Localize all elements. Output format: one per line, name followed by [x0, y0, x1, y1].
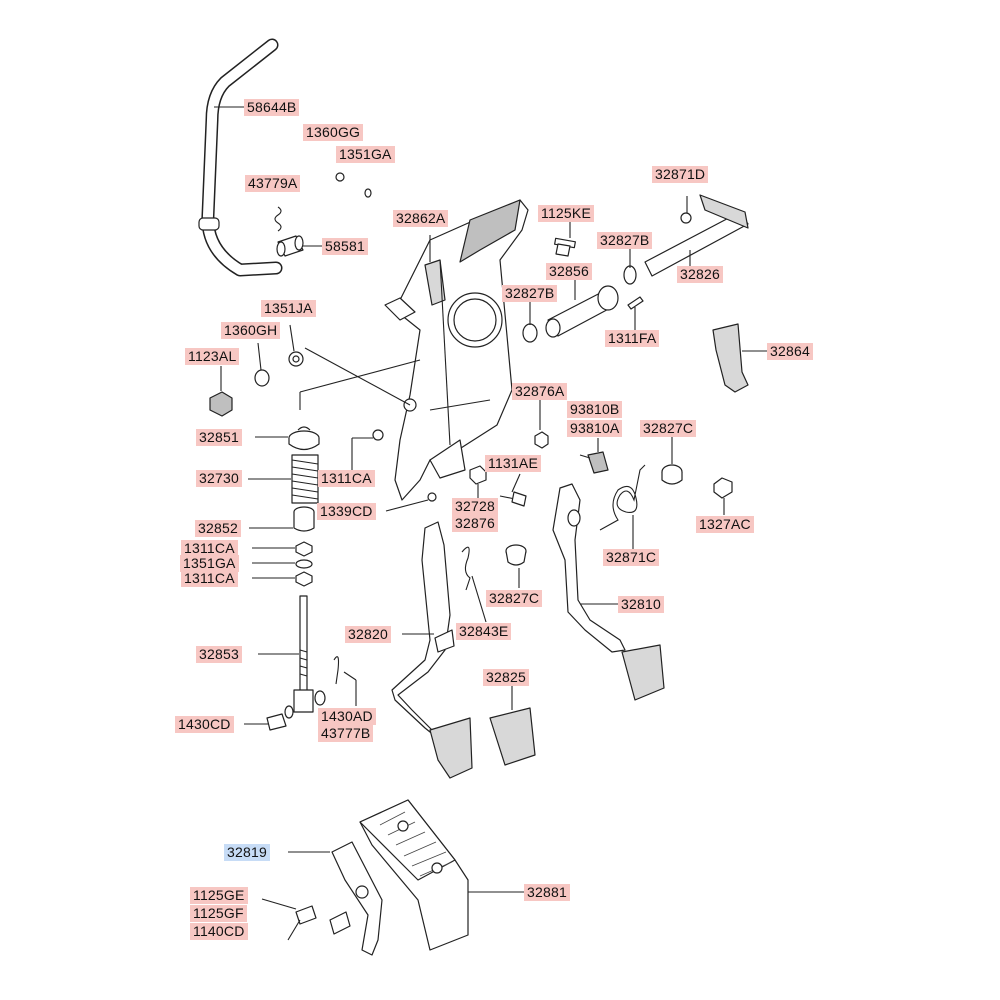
shaft-32826 — [644, 194, 749, 277]
part-label-1140CD[interactable]: 1140CD — [190, 923, 248, 940]
part-label-93810A[interactable]: 93810A — [567, 420, 623, 437]
spring-32871C — [599, 464, 646, 531]
bolt-1125KE — [554, 237, 576, 257]
part-label-1351JA[interactable]: 1351JA — [261, 300, 316, 317]
part-label-32730[interactable]: 32730 — [196, 470, 242, 487]
part-label-1311CA-upper[interactable]: 1311CA — [318, 470, 375, 487]
spring-32730 — [291, 454, 319, 504]
bushing-32827C-mid — [505, 544, 527, 566]
part-label-1131AE[interactable]: 1131AE — [485, 455, 541, 472]
part-label-32810[interactable]: 32810 — [618, 596, 664, 613]
clutch-pedal-32820 — [391, 521, 473, 779]
bushing-32827C — [661, 464, 683, 485]
part-label-32876[interactable]: 32876 — [452, 515, 498, 532]
part-label-32853[interactable]: 32853 — [196, 646, 242, 663]
part-label-1311CA-a[interactable]: 1311CA — [181, 540, 238, 557]
hose-part — [198, 38, 283, 277]
pedal-bracket — [384, 199, 529, 501]
part-label-1125GE[interactable]: 1125GE — [190, 887, 248, 904]
part-label-1360GH[interactable]: 1360GH — [221, 322, 281, 339]
part-label-32876A[interactable]: 32876A — [512, 383, 568, 400]
part-label-1351GA-lower[interactable]: 1351GA — [180, 555, 239, 572]
pushrod-32853 — [293, 595, 314, 713]
part-label-32851[interactable]: 32851 — [196, 429, 242, 446]
switch-93810A — [579, 451, 609, 474]
pedal-pad-32825 — [489, 707, 536, 766]
part-label-1430AD[interactable]: 1430AD — [318, 708, 376, 725]
part-label-1327AC[interactable]: 1327AC — [696, 516, 754, 533]
brake-pedal-32810 — [552, 483, 665, 701]
part-label-32827B-lower[interactable]: 32827B — [502, 285, 558, 302]
part-label-1430CD[interactable]: 1430CD — [175, 716, 234, 733]
part-label-93810B[interactable]: 93810B — [567, 401, 623, 418]
part-label-32871D[interactable]: 32871D — [652, 166, 709, 183]
part-label-1125KE[interactable]: 1125KE — [538, 205, 594, 222]
part-label-32881[interactable]: 32881 — [524, 884, 570, 901]
bolt-1131AE — [499, 491, 527, 507]
clevis-pin — [266, 690, 326, 731]
part-label-58581[interactable]: 58581 — [322, 238, 368, 255]
part-label-32827C-mid[interactable]: 32827C — [486, 590, 543, 607]
part-label-1123AL[interactable]: 1311FA — [605, 330, 660, 347]
bracket-32864 — [712, 323, 749, 393]
part-label-32820[interactable]: 32820 — [345, 626, 391, 643]
seat-32852 — [293, 506, 315, 532]
bump-stop-32851 — [288, 426, 320, 451]
part-label-1339CD[interactable]: 1339CD — [317, 503, 376, 520]
part-label-1351GA[interactable]: 1351GA — [336, 146, 395, 163]
part-label-43779A[interactable]: 43779A — [245, 175, 301, 192]
part-label-32827B-upper[interactable]: 32827B — [597, 232, 653, 249]
part-label-32825[interactable]: 32825 — [483, 669, 529, 686]
part-label-32728[interactable]: 32728 — [452, 498, 498, 515]
part-label-1360GG[interactable]: 1360GG — [303, 124, 364, 141]
part-label-32862A[interactable]: 32862A — [393, 210, 449, 227]
pedal-bracket-32819 — [329, 841, 383, 956]
part-label-1311CA-b[interactable]: 1311CA — [181, 570, 238, 587]
part-label-32843E[interactable]: 32843E — [456, 623, 512, 640]
part-label-1311FA[interactable]: 1123AL — [185, 348, 240, 365]
part-label-32864[interactable]: 32864 — [767, 343, 813, 360]
part-label-32826[interactable]: 32826 — [677, 266, 723, 283]
part-label-32827C-right[interactable]: 32827C — [640, 420, 697, 437]
part-label-58644B[interactable]: 58644B — [244, 99, 300, 116]
bushing-32856 — [545, 285, 619, 338]
part-label-32871C[interactable]: 32871C — [603, 549, 660, 566]
pin-58581 — [276, 235, 304, 257]
part-label-1125GF[interactable]: 1125GF — [190, 905, 247, 922]
bolt-1125GE — [287, 905, 317, 941]
part-label-32819[interactable]: 32819 — [224, 844, 270, 861]
pedal-cover-32881 — [359, 799, 469, 951]
part-label-43777B[interactable]: 43777B — [318, 725, 374, 742]
part-label-32852[interactable]: 32852 — [195, 520, 241, 537]
part-label-32856[interactable]: 32856 — [546, 263, 592, 280]
